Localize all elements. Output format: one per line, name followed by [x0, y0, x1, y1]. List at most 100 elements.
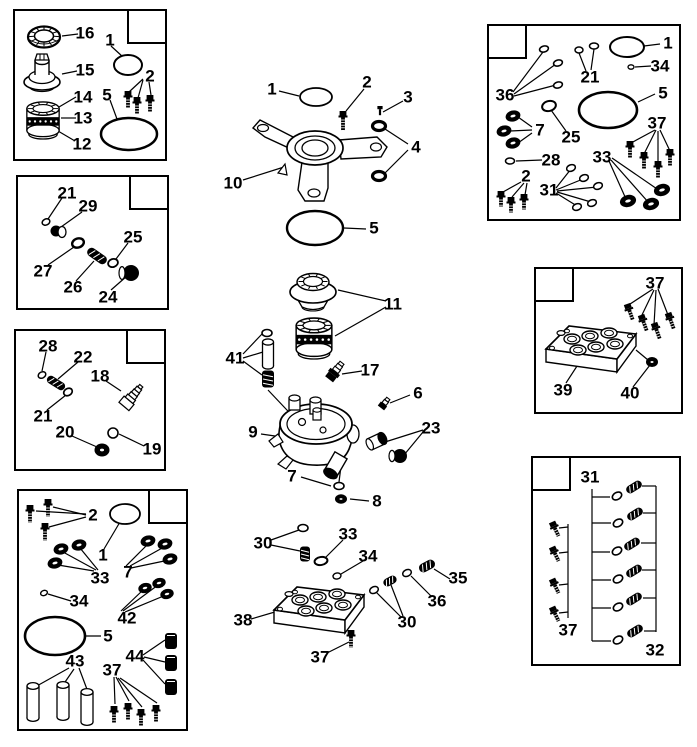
part-label-main-35: 35 [449, 569, 468, 588]
part-label-b38-39: 39 [554, 381, 573, 400]
leader-line [578, 52, 587, 72]
dark-washer [71, 539, 87, 551]
dark-washer [496, 125, 512, 137]
part-label-main-38: 38 [234, 611, 253, 630]
bearing-stack [295, 317, 333, 360]
leader-line [41, 351, 47, 372]
o-ring [612, 635, 624, 645]
leader-line [119, 677, 158, 704]
part-label-main-36: 36 [428, 592, 447, 611]
bolt [548, 520, 561, 537]
part-label-b45-28: 28 [542, 151, 561, 170]
o-ring [297, 523, 309, 533]
piston-sleeve [56, 680, 70, 722]
part-label-b45-33: 33 [593, 148, 612, 167]
part-label-main-11: 11 [384, 295, 402, 314]
part-label-b17-20: 20 [56, 423, 75, 442]
leader-line [125, 543, 149, 567]
valve-plug [388, 449, 407, 463]
box-number-frame-23 [129, 175, 169, 210]
part-label-b11-15: 15 [76, 61, 95, 80]
bolt [665, 149, 675, 166]
part-label-b45-31: 31 [540, 181, 559, 200]
bolt [623, 302, 635, 321]
leader-line [242, 351, 264, 359]
leader-line [659, 129, 671, 152]
part-label-b17-19: 19 [143, 440, 162, 459]
leader-line [555, 168, 572, 189]
part-label-main-10: 10 [224, 174, 243, 193]
bolt [43, 499, 53, 517]
dark-washer [642, 197, 660, 211]
leader-line [512, 51, 544, 93]
part-label-b23-27: 27 [34, 262, 53, 281]
leader-line [142, 659, 166, 685]
leader-line [390, 584, 404, 617]
leader-line [630, 129, 656, 144]
plug [165, 633, 177, 649]
oil-seal-cap [289, 272, 337, 312]
dark-washer [162, 553, 178, 565]
part-label-main-34: 34 [359, 547, 378, 566]
leader-line [608, 160, 627, 200]
valve-plug [118, 265, 139, 281]
part-label-main-9: 9 [248, 423, 257, 442]
o-ring [368, 585, 380, 595]
part-label-b17-28: 28 [39, 337, 58, 356]
part-label-b30-32: 32 [646, 641, 665, 660]
hose-barb-fitting [118, 383, 144, 412]
leader-line [143, 656, 166, 663]
leader-line [242, 166, 285, 181]
leader-line [270, 529, 300, 541]
bolt [506, 197, 516, 213]
leader-line [610, 159, 650, 204]
bearing-ring [26, 25, 62, 49]
o-ring [99, 116, 159, 152]
leader-line [513, 63, 557, 95]
part-label-b41-5: 5 [103, 627, 112, 646]
part-label-b45-34: 34 [651, 57, 670, 76]
fitting [325, 360, 345, 383]
part-label-b45-37: 37 [648, 114, 667, 133]
valve-manifold [544, 325, 638, 375]
leader-line [115, 676, 130, 702]
leader-line [384, 429, 424, 443]
dark-washer [152, 577, 166, 589]
o-ring [586, 198, 598, 208]
o-ring [109, 503, 141, 525]
part-label-b11-13: 13 [74, 109, 93, 128]
spring [46, 375, 66, 391]
locknut [370, 169, 388, 183]
part-label-b38-40: 40 [621, 384, 640, 403]
leader-line [46, 394, 67, 411]
piston-sleeve [26, 681, 40, 723]
leader-line [48, 516, 87, 528]
leader-line [653, 289, 657, 326]
leader-line [47, 197, 63, 220]
leader-line [326, 641, 350, 654]
leader-line [515, 159, 543, 162]
leader-line [71, 435, 98, 448]
bolt [123, 91, 133, 108]
leader-line [75, 260, 95, 282]
leader-line [61, 70, 78, 75]
part-label-b23-25: 25 [124, 228, 143, 247]
valve-piston [50, 225, 67, 239]
o-ring [538, 45, 550, 53]
o-ring [541, 99, 557, 113]
nut [94, 443, 110, 457]
leader-line [556, 186, 598, 192]
leader-line [524, 182, 528, 196]
o-ring [577, 90, 639, 130]
part-label-main-3: 3 [403, 88, 412, 107]
leader-line [103, 521, 121, 550]
part-label-main-7: 7 [287, 467, 296, 486]
leader-line [120, 589, 144, 612]
o-ring [41, 218, 51, 226]
spring [627, 624, 643, 638]
part-label-b30-37: 37 [559, 621, 578, 640]
leader-line [509, 129, 533, 132]
leader-line [128, 78, 144, 93]
leader-line [57, 361, 79, 380]
